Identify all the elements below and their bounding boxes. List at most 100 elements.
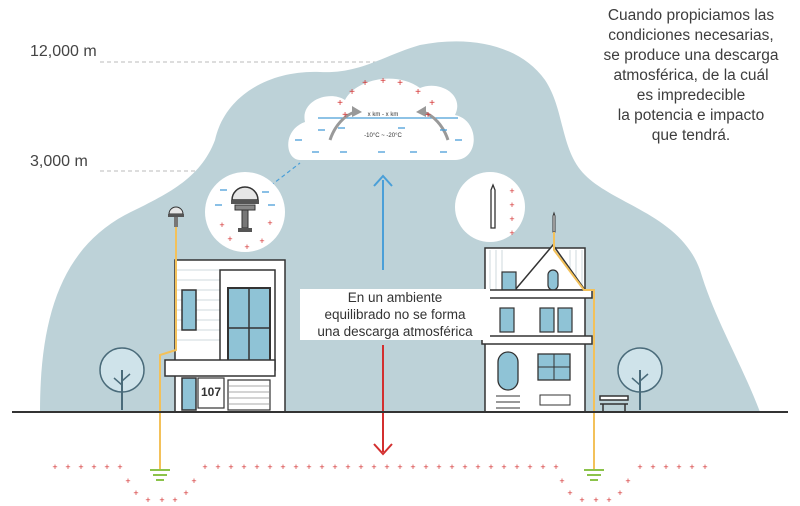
spike-positive-charges: ++++	[509, 186, 514, 238]
svg-text:+: +	[579, 495, 584, 505]
spike-detail-circle	[455, 172, 525, 242]
classic-house	[481, 243, 593, 413]
svg-text:+: +	[380, 76, 386, 87]
svg-text:+: +	[527, 462, 532, 472]
svg-text:+: +	[689, 462, 694, 472]
headline-line: es impredecible	[636, 87, 746, 104]
arrow-down	[373, 345, 393, 456]
svg-text:+: +	[397, 462, 402, 472]
svg-text:+: +	[293, 462, 298, 472]
svg-text:+: +	[125, 476, 130, 486]
svg-text:+: +	[332, 462, 337, 472]
svg-text:+: +	[663, 462, 668, 472]
svg-text:+: +	[215, 462, 220, 472]
svg-text:+: +	[475, 462, 480, 472]
svg-text:+: +	[319, 462, 324, 472]
svg-text:+: +	[593, 495, 598, 505]
svg-text:+: +	[637, 462, 642, 472]
headline-line: la potencia e impacto	[617, 107, 765, 124]
svg-text:+: +	[267, 462, 272, 472]
svg-text:+: +	[342, 110, 348, 121]
note-line: una descarga atmosférica	[317, 324, 473, 339]
svg-text:+: +	[362, 78, 368, 89]
svg-text:+: +	[52, 462, 57, 472]
rod-negative-charges	[215, 189, 275, 206]
svg-text:+: +	[104, 462, 109, 472]
svg-text:+: +	[254, 462, 259, 472]
svg-text:+: +	[567, 488, 572, 498]
svg-text:+: +	[259, 236, 264, 246]
headline-line: condiciones necesarias,	[608, 27, 774, 44]
svg-text:+: +	[559, 476, 564, 486]
svg-text:+: +	[509, 200, 514, 210]
svg-text:+: +	[241, 462, 246, 472]
left-lightning-rod-icon	[168, 206, 184, 227]
svg-text:+: +	[509, 186, 514, 196]
svg-text:+: +	[183, 488, 188, 498]
svg-text:+: +	[617, 488, 622, 498]
svg-text:+: +	[415, 87, 421, 98]
updraft-arrowhead-right	[416, 106, 426, 117]
svg-text:+: +	[540, 462, 545, 472]
svg-text:+: +	[337, 98, 343, 109]
svg-text:+: +	[650, 462, 655, 472]
svg-text:+: +	[606, 495, 611, 505]
svg-text:+: +	[159, 495, 164, 505]
svg-text:+: +	[553, 462, 558, 472]
updraft-arrowhead-left	[352, 106, 362, 117]
note-line: equilibrado no se forma	[324, 307, 466, 322]
tree-left-icon	[99, 347, 145, 410]
note-line: En un ambiente	[347, 290, 443, 305]
svg-text:+: +	[449, 462, 454, 472]
svg-text:+: +	[423, 462, 428, 472]
svg-text:+: +	[488, 462, 493, 472]
svg-text:+: +	[702, 462, 707, 472]
svg-text:+: +	[306, 462, 311, 472]
right-ground-symbol-icon	[584, 469, 604, 481]
tree-right-icon	[617, 347, 663, 410]
svg-text:+: +	[78, 462, 83, 472]
lightning-rod-head-icon	[231, 186, 259, 232]
left-ground-symbol-icon	[150, 469, 170, 481]
ground-positive-charges: ++++++ +++++++ +++++++++++++++++++++++++…	[52, 462, 707, 505]
svg-text:+: +	[358, 462, 363, 472]
cloud-temperature-label: -10°C ~ -20°C	[364, 133, 402, 139]
headline-line: Cuando propiciamos las	[607, 7, 775, 24]
svg-text:+: +	[91, 462, 96, 472]
svg-text:+: +	[429, 98, 435, 109]
bench-icon	[599, 395, 629, 411]
cloud-positive-charges: +++ ++ ++ ++	[337, 76, 435, 121]
svg-text:+: +	[191, 476, 196, 486]
svg-text:+: +	[425, 110, 431, 121]
headline-line: se produce una descarga	[603, 47, 779, 64]
svg-text:+: +	[145, 495, 150, 505]
cloud-size-label: x km - x km	[368, 112, 399, 118]
svg-text:+: +	[172, 495, 177, 505]
svg-text:+: +	[267, 218, 272, 228]
headline-text: Cuando propiciamos las condiciones neces…	[585, 6, 797, 146]
modern-house: 107	[164, 259, 286, 413]
headline-line: atmosférica, de la cuál	[613, 67, 769, 84]
equilibrium-note: En un ambiente equilibrado no se forma u…	[300, 289, 490, 340]
headline-line: que tendrá.	[651, 127, 731, 144]
svg-text:+: +	[436, 462, 441, 472]
svg-text:+: +	[117, 462, 122, 472]
svg-text:+: +	[244, 242, 249, 252]
arrow-up	[373, 174, 393, 270]
right-lightning-rod-icon	[552, 211, 556, 233]
svg-text:+: +	[371, 462, 376, 472]
svg-text:+: +	[202, 462, 207, 472]
charge-cloud	[288, 78, 474, 160]
svg-text:+: +	[509, 214, 514, 224]
altitude-label-12000: 12,000 m	[30, 43, 97, 60]
svg-text:+: +	[219, 220, 224, 230]
house-number: 107	[201, 385, 221, 399]
right-ground-wire	[553, 232, 595, 470]
svg-text:+: +	[349, 87, 355, 98]
svg-text:+: +	[676, 462, 681, 472]
rod-positive-charges: ++ +++	[219, 218, 272, 252]
svg-text:+: +	[501, 462, 506, 472]
svg-text:+: +	[227, 234, 232, 244]
